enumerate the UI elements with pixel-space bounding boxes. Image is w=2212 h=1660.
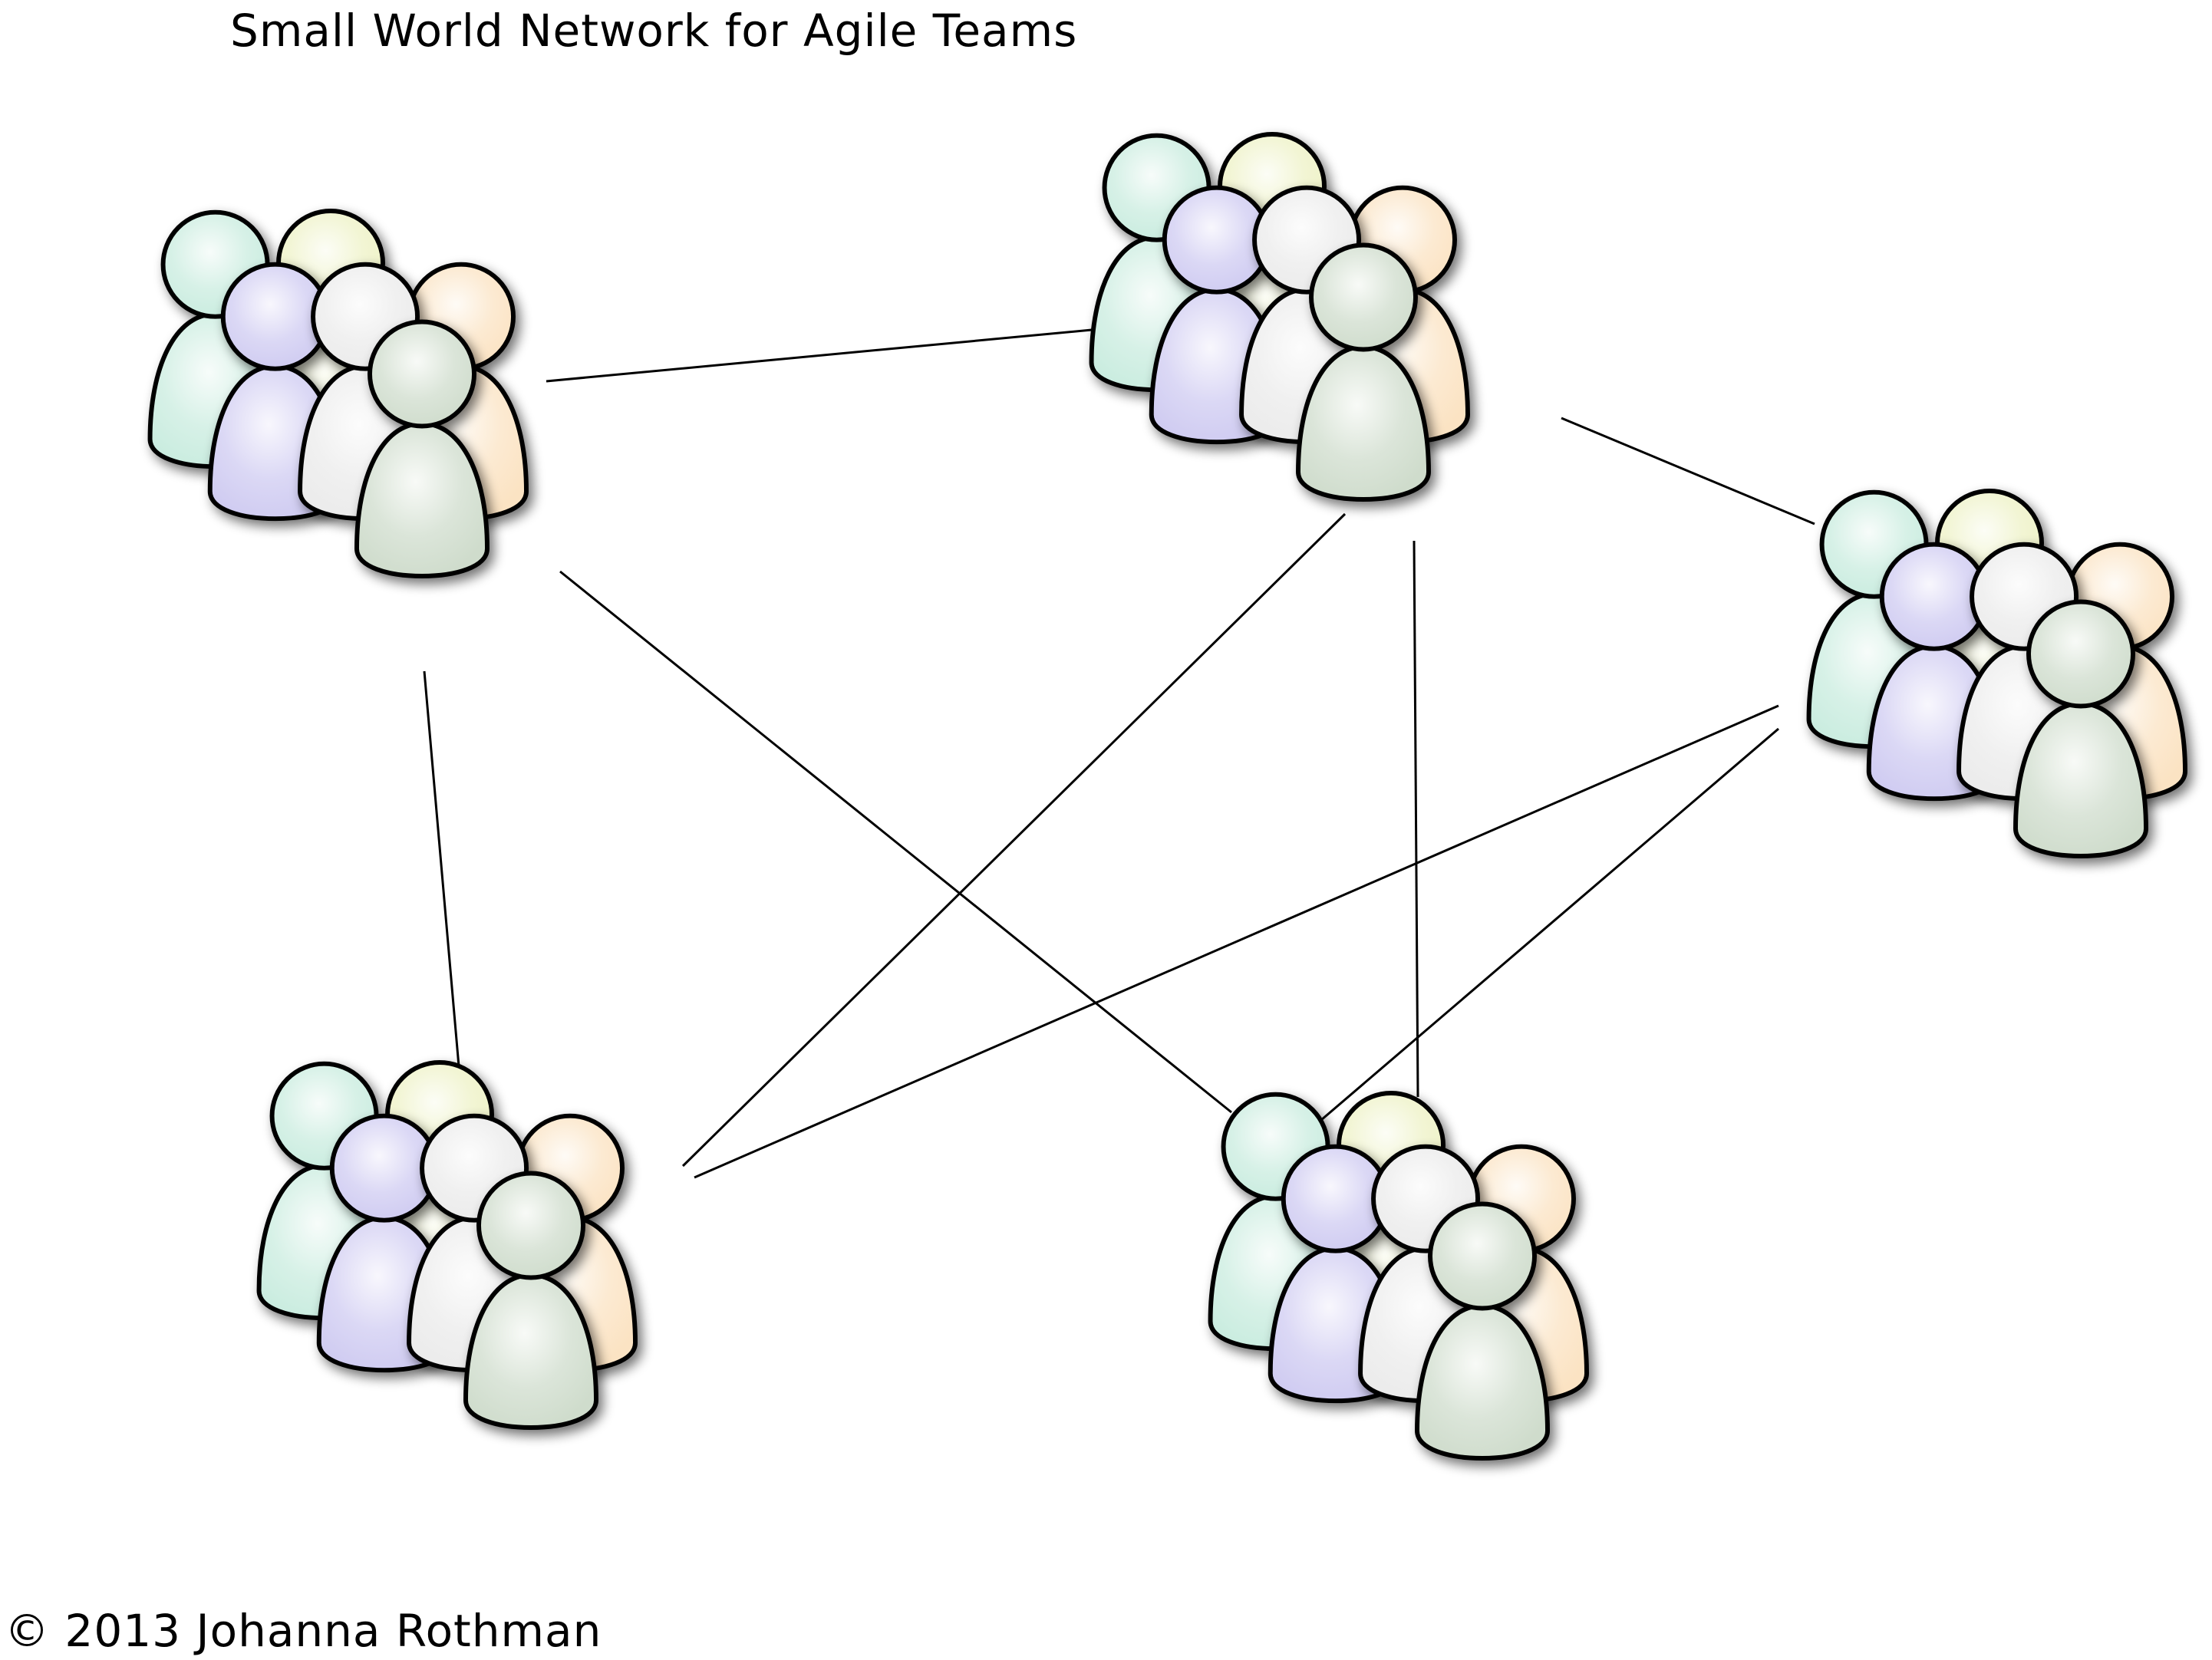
link-team-top-left-team-top-center [546,328,1093,383]
link-team-top-center-team-bottom-center [1413,540,1419,1098]
team-top-center [1089,132,1470,502]
teams-layer [147,132,2187,1461]
link-team-top-center-team-bottom-left [681,512,1347,1168]
copyright-notice: © 2013 Johanna Rothman [5,1605,602,1657]
diagram-title: Small World Network for Agile Teams [230,5,1078,57]
link-team-top-left-team-bottom-center [559,570,1232,1114]
team-top-left [147,209,529,578]
link-team-right-team-bottom-left [694,704,1779,1179]
team-bottom-left [256,1060,638,1430]
person-icon-green [463,1171,598,1430]
links-layer [423,328,1815,1179]
team-right [1806,489,2187,858]
team-bottom-center [1208,1091,1589,1461]
link-team-top-left-team-bottom-left [423,670,460,1067]
person-icon-green [354,319,490,578]
link-team-top-center-team-right [1561,417,1815,525]
link-team-right-team-bottom-center [1320,727,1779,1121]
person-icon-green [2013,599,2148,858]
person-icon-green [1296,242,1431,502]
person-icon-green [1415,1201,1550,1461]
